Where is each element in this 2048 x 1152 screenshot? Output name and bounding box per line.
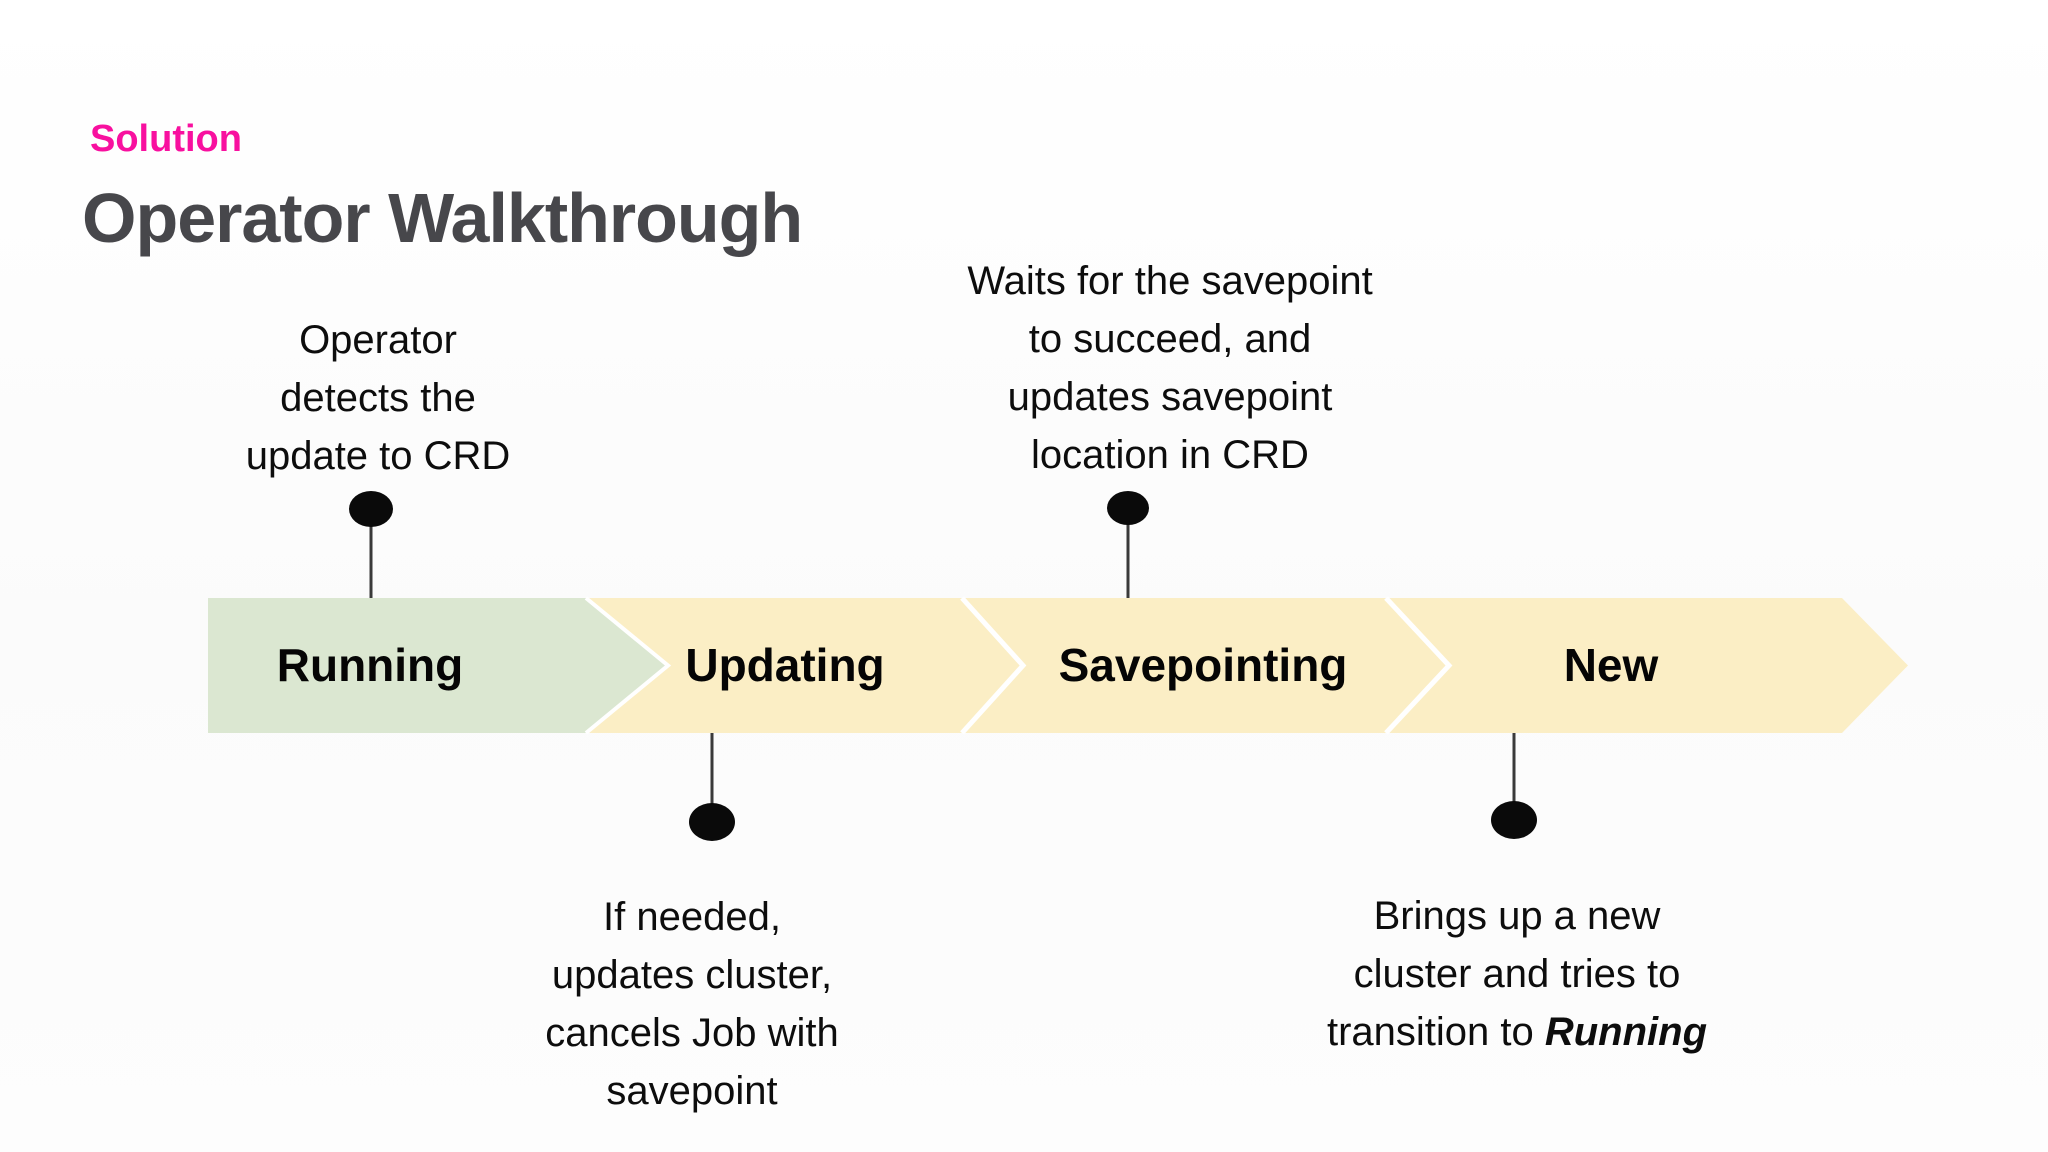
- annotation-line-emphasis: Running: [1544, 1010, 1708, 1054]
- annotation-line: Waits for the savepoint: [967, 259, 1373, 303]
- annotation-line: location in CRD: [1031, 433, 1309, 477]
- annotation-line: cancels Job with: [545, 1011, 839, 1055]
- stage-separator-chevron: [960, 596, 1027, 735]
- annotation-line: to succeed, and: [1028, 317, 1312, 361]
- kicker-label: Solution: [90, 118, 242, 160]
- annotation-line: Brings up a new: [1373, 894, 1661, 938]
- stage-arrow-running: [208, 598, 668, 733]
- annotation-savepointing: Waits for the savepoint to succeed, and …: [967, 252, 1372, 484]
- annotation-line: update to CRD: [245, 434, 511, 478]
- stage-label-running: Running: [276, 639, 464, 691]
- annotation-line: updates savepoint: [1007, 375, 1333, 419]
- annotation-line: cluster and tries to: [1353, 952, 1681, 996]
- marker-dot: [1491, 801, 1537, 839]
- annotation-updating: If needed, updates cluster, cancels Job …: [545, 888, 838, 1120]
- annotation-line: updates cluster,: [551, 953, 833, 997]
- stage-separator-chevron: [1384, 596, 1453, 735]
- annotation-line: detects the: [280, 376, 476, 420]
- marker-dot: [349, 491, 393, 527]
- stage-label-updating: Updating: [685, 639, 885, 691]
- annotation-line: transition to Running: [1327, 1003, 1707, 1061]
- annotation-running: Operator detects the update to CRD: [246, 311, 511, 485]
- annotation-line: If needed,: [603, 895, 781, 939]
- stage-arrow-yellow-band: [586, 598, 1908, 733]
- stage-label-new: New: [1563, 639, 1659, 691]
- annotation-new: Brings up a new cluster and tries to tra…: [1327, 887, 1707, 1061]
- marker-dot: [1107, 491, 1149, 525]
- stage-label-savepointing: Savepointing: [1058, 639, 1348, 691]
- page-title: Operator Walkthrough: [82, 179, 803, 257]
- annotation-line: Operator: [299, 318, 457, 362]
- annotation-line: savepoint: [606, 1069, 778, 1113]
- annotation-line-prefix: transition to: [1326, 1010, 1545, 1054]
- marker-dot: [689, 803, 735, 841]
- stage-separator-chevron: [584, 596, 672, 735]
